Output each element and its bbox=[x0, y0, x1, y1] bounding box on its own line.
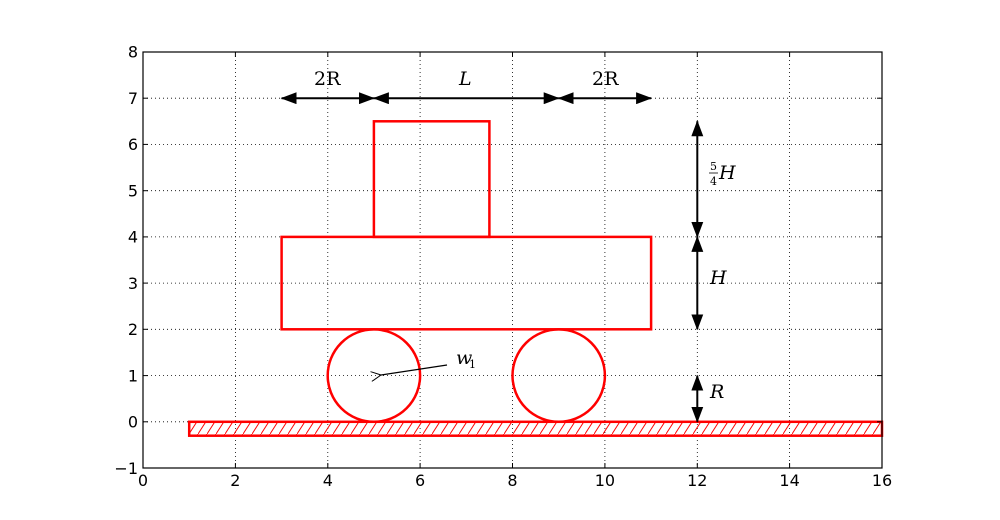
y-tick-8: 8 bbox=[128, 43, 138, 62]
tick-marks bbox=[143, 52, 882, 468]
w1-label: w 1 bbox=[456, 347, 476, 371]
svg-text:4: 4 bbox=[710, 175, 717, 188]
y-tick-6: 6 bbox=[128, 135, 138, 154]
y-tick-1: 1 bbox=[128, 366, 138, 385]
x-tick-10: 10 bbox=[595, 471, 615, 490]
cab-rect bbox=[372, 120, 491, 239]
y-tick-3: 3 bbox=[128, 274, 138, 293]
wheel-2-circle bbox=[511, 328, 607, 424]
x-tick-4: 4 bbox=[323, 471, 333, 490]
dim-54h-label: 5 4 H bbox=[709, 160, 736, 188]
svg-text:5: 5 bbox=[710, 160, 717, 173]
x-tick-0: 0 bbox=[138, 471, 148, 490]
y-tick-0: 0 bbox=[128, 413, 138, 432]
dim-l-label: L bbox=[458, 68, 472, 90]
y-tick-5: 5 bbox=[128, 181, 138, 200]
x-tick-14: 14 bbox=[779, 471, 799, 490]
ground-rect bbox=[187, 420, 884, 437]
x-tick-12: 12 bbox=[687, 471, 707, 490]
y-tick-2: 2 bbox=[128, 320, 138, 339]
dim-h-label: H bbox=[709, 267, 727, 289]
x-tick-6: 6 bbox=[415, 471, 425, 490]
y-tick-7: 7 bbox=[128, 89, 138, 108]
x-tick-8: 8 bbox=[507, 471, 517, 490]
dim-r-label: R bbox=[709, 381, 724, 403]
x-tick-2: 2 bbox=[230, 471, 240, 490]
svg-text:w: w bbox=[456, 347, 472, 369]
x-tick-labels: 0 2 4 6 8 10 12 14 16 bbox=[138, 471, 892, 490]
wheel-1-circle bbox=[326, 328, 422, 424]
x-tick-16: 16 bbox=[872, 471, 892, 490]
svg-text:1: 1 bbox=[469, 358, 476, 371]
y-tick-minus1: −1 bbox=[114, 459, 138, 478]
w1-annotation-arrow bbox=[381, 364, 448, 375]
y-tick-labels: −1 0 1 2 3 4 5 6 7 8 bbox=[114, 43, 138, 478]
svg-text:H: H bbox=[718, 162, 736, 184]
y-tick-4: 4 bbox=[128, 228, 138, 247]
dim-2r-right-label: 2R bbox=[592, 68, 619, 90]
dim-2r-left-label: 2R bbox=[314, 68, 341, 90]
